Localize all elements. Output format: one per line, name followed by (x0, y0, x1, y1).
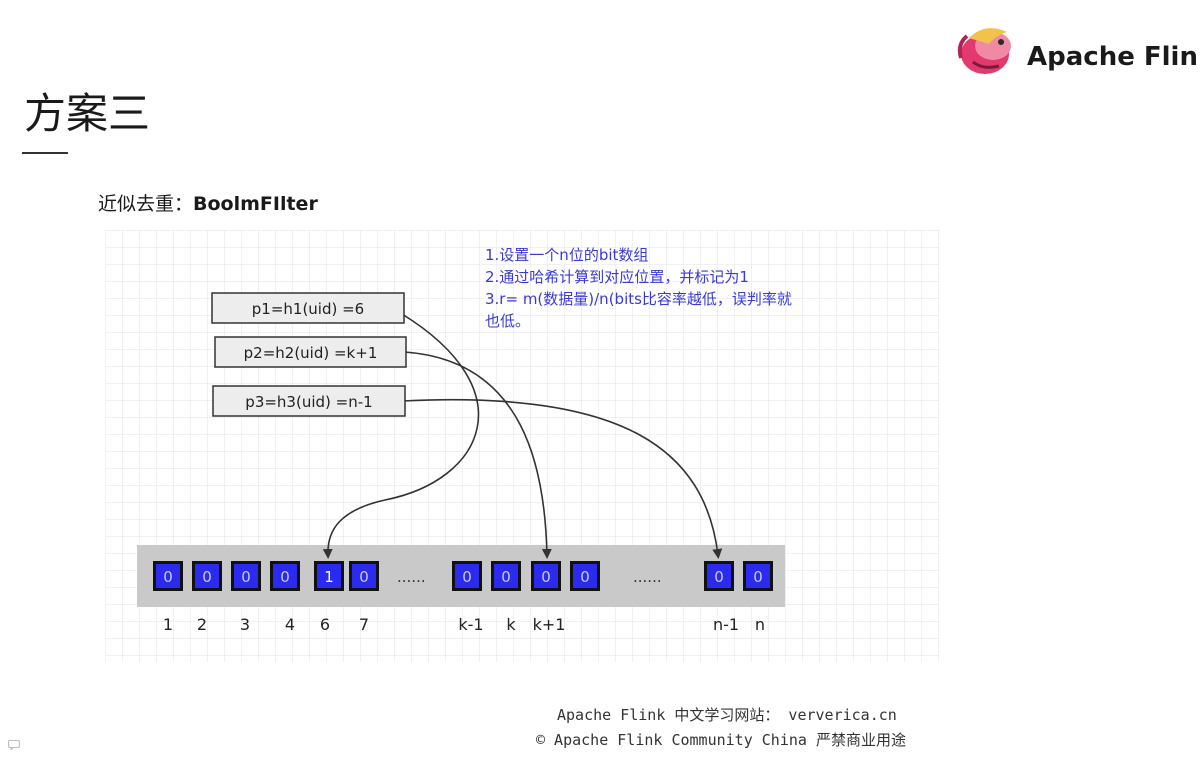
bit-value: 0 (202, 568, 212, 586)
bit-value: 0 (163, 568, 173, 586)
bit-value: 0 (462, 568, 472, 586)
bit-value: 0 (280, 568, 290, 586)
subtitle-prefix: 近似去重： (98, 193, 194, 215)
slide-subtitle: 近似去重：BoolmFIlter (98, 189, 318, 216)
bit-array-ellipsis: ...... (633, 568, 662, 586)
bit-cell: 0 (743, 561, 773, 591)
hash-function-label: p1=h1(uid) =6 (252, 300, 364, 318)
bloom-filter-diagram: 1.设置一个n位的bit数组 2.通过哈希计算到对应位置，并标记为1 3.r= … (105, 230, 939, 662)
squirrel-logo-icon (957, 28, 1011, 74)
bit-value: 0 (580, 568, 590, 586)
slide-title: 方案三 (24, 89, 151, 138)
bit-value: 1 (324, 568, 334, 586)
hash-function-label: p3=h3(uid) =n-1 (245, 393, 372, 411)
bit-cell: 0 (531, 561, 561, 591)
bit-cell: 0 (192, 561, 222, 591)
brand-logo: Apache Flink (955, 18, 1200, 78)
bit-value: 0 (241, 568, 251, 586)
bit-index-label: k+1 (533, 615, 566, 634)
bit-index-label: n (755, 615, 765, 634)
bit-index-label: n-1 (713, 615, 739, 634)
note-line: 1.设置一个n位的bit数组 (485, 246, 648, 264)
bit-cell: 1 (314, 561, 344, 591)
bit-value: 0 (753, 568, 763, 586)
footer-copyright: © Apache Flink Community China 严禁商业用途 (536, 731, 906, 749)
bit-index-label: 1 (163, 615, 173, 634)
notes-block: 1.设置一个n位的bit数组 2.通过哈希计算到对应位置，并标记为1 3.r= … (485, 246, 792, 330)
hash-function-box: p2=h2(uid) =k+1 (214, 336, 407, 368)
bit-cell: 0 (452, 561, 482, 591)
bit-index-label: 6 (320, 615, 330, 634)
hash-arrow (402, 398, 723, 559)
note-line: 2.通过哈希计算到对应位置，并标记为1 (485, 268, 749, 286)
hash-arrow (322, 313, 480, 559)
title-underline (22, 152, 68, 154)
bit-cell: 0 (231, 561, 261, 591)
hash-function-label: p2=h2(uid) =k+1 (244, 344, 378, 362)
bit-value: 0 (541, 568, 551, 586)
hash-function-box: p3=h3(uid) =n-1 (212, 385, 406, 417)
hash-function-box: p1=h1(uid) =6 (211, 292, 405, 324)
bit-cell: 0 (349, 561, 379, 591)
bit-index-label: k-1 (458, 615, 483, 634)
bit-value: 0 (359, 568, 369, 586)
bit-value: 0 (714, 568, 724, 586)
bit-index-label: 4 (285, 615, 295, 634)
note-line: 3.r= m(数据量)/n(bits比容率越低，误判率就 (485, 290, 792, 308)
subtitle-bold: BoolmFIlter (193, 193, 318, 215)
bit-cell: 0 (570, 561, 600, 591)
comment-icon (8, 740, 20, 750)
footer-website: Apache Flink 中文学习网站： ververica.cn (557, 706, 897, 724)
bit-value: 0 (501, 568, 511, 586)
bit-index-label: 7 (359, 615, 369, 634)
bit-index-label: 3 (240, 615, 250, 634)
brand-name: Apache Flink (1027, 42, 1200, 72)
bit-cell: 0 (491, 561, 521, 591)
bit-cell: 0 (153, 561, 183, 591)
bit-array-ellipsis: ...... (397, 568, 426, 586)
bit-index-label: k (506, 615, 516, 634)
note-line: 也低。 (485, 312, 530, 330)
bit-index-label: 2 (197, 615, 207, 634)
bit-cell: 0 (704, 561, 734, 591)
bit-cell: 0 (270, 561, 300, 591)
hash-arrow (403, 351, 552, 559)
